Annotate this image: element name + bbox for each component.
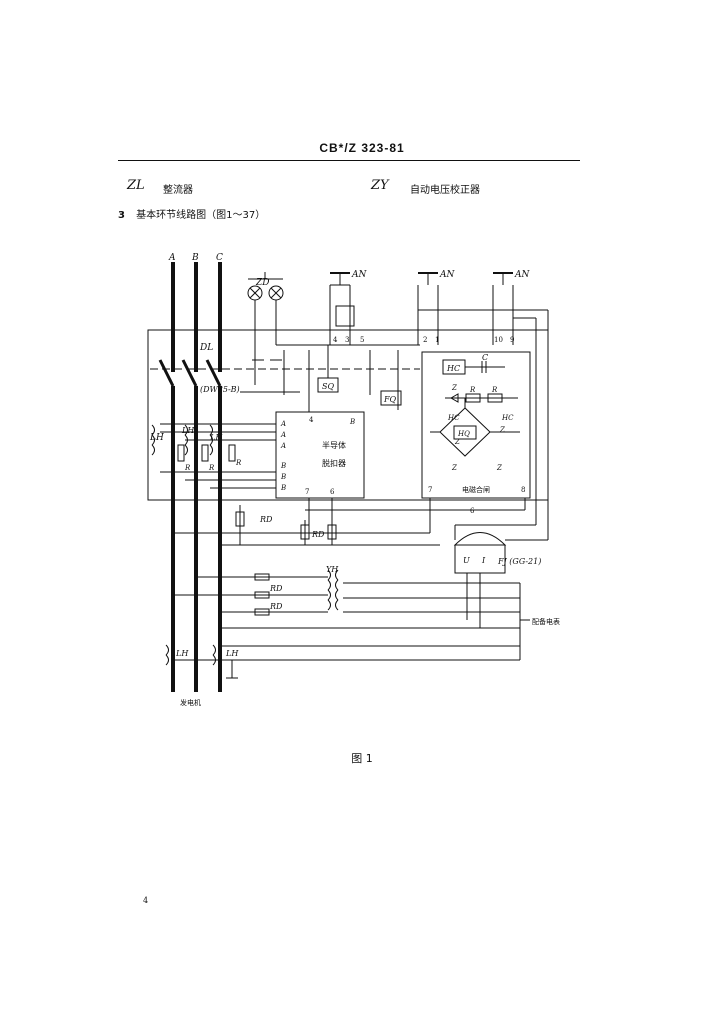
label-rd: RD	[269, 602, 283, 611]
label-i: I	[481, 556, 486, 565]
label-breaker-type: (DW85-B)	[200, 385, 240, 394]
label-an: AN	[351, 270, 367, 280]
label-lh: LH	[175, 649, 189, 658]
terminal-10: 10	[494, 336, 503, 344]
header-rule	[118, 160, 580, 161]
terminal-1: 1	[435, 336, 439, 344]
label-r: R	[491, 386, 498, 394]
label-phase-c: C	[216, 253, 223, 263]
label-b: B	[280, 473, 286, 481]
label-sq: SQ	[322, 382, 334, 391]
label-lh: LH	[225, 649, 239, 658]
label-b: B	[349, 418, 355, 426]
label-lh: LH	[149, 433, 164, 443]
label-z: Z	[454, 438, 460, 446]
label-yh: YH	[326, 565, 339, 574]
terminal-5: 5	[360, 336, 364, 344]
terminal-7: 7	[428, 486, 432, 494]
label-z: Z	[451, 384, 457, 392]
label-c: C	[482, 353, 488, 362]
label-r: R	[235, 459, 242, 467]
section-heading: 3 基本环节线路图（图1～37）	[118, 206, 265, 221]
label-meters: 配备电表	[532, 617, 560, 626]
label-u: U	[463, 556, 470, 565]
label-hc: HC	[447, 414, 460, 422]
section-number: 3	[118, 210, 125, 221]
label-electromagnetic-closing: 电磁合闸	[462, 485, 490, 494]
terminal-7: 7	[305, 488, 309, 496]
label-b: B	[280, 462, 286, 470]
label-z: Z	[499, 426, 505, 434]
label-r: R	[469, 386, 476, 394]
label-lh: LH	[209, 433, 223, 442]
terminal-9: 9	[510, 336, 514, 344]
label-rd: RD	[269, 584, 283, 593]
terminal-6: 6	[470, 507, 475, 515]
label-hq: HQ	[457, 430, 470, 438]
label-z: Z	[451, 464, 457, 472]
terminal-6: 6	[330, 488, 335, 496]
label-rd: RD	[259, 515, 273, 524]
label-dl: DL	[199, 343, 213, 353]
label-lh: LH	[181, 426, 195, 435]
definition-abbr: ZY	[371, 178, 389, 193]
definition-term: 自动电压校正器	[410, 185, 480, 196]
page-number: 4	[143, 896, 149, 905]
label-phase-b: B	[191, 253, 199, 263]
label-hc: HC	[501, 414, 514, 422]
label-an: AN	[514, 270, 530, 280]
terminal-4: 4	[309, 416, 314, 424]
label-fj-relay: FJ (GG-21)	[497, 557, 541, 566]
label-a1: A	[280, 420, 286, 428]
terminal-3: 3	[345, 336, 349, 344]
label-trip-unit: 脱扣器	[322, 458, 346, 468]
figure-caption: 图 1	[351, 752, 373, 765]
label-r: R	[184, 464, 191, 472]
label-a2: A	[280, 431, 286, 439]
terminal-4: 4	[333, 336, 338, 344]
label-zd: ZD	[255, 278, 269, 288]
definition-abbr: ZL	[127, 178, 145, 193]
label-generator: 发电机	[180, 698, 201, 707]
standard-number: CB*/Z 323-81	[319, 141, 405, 155]
label-r: R	[208, 464, 215, 472]
label-rd: RD	[311, 530, 325, 539]
section-title: 基本环节线路图（图1～37）	[136, 210, 266, 221]
label-b: B	[280, 484, 286, 492]
definition-term: 整流器	[163, 185, 193, 196]
terminal-2: 2	[423, 336, 427, 344]
label-phase-a: A	[168, 253, 176, 263]
label-hc: HC	[446, 364, 460, 373]
label-fq: FQ	[383, 395, 397, 404]
label-a3: A	[280, 442, 286, 450]
terminal-8: 8	[521, 486, 525, 494]
label-semiconductor: 半导体	[322, 440, 346, 450]
label-an: AN	[439, 270, 455, 280]
label-z: Z	[496, 464, 502, 472]
